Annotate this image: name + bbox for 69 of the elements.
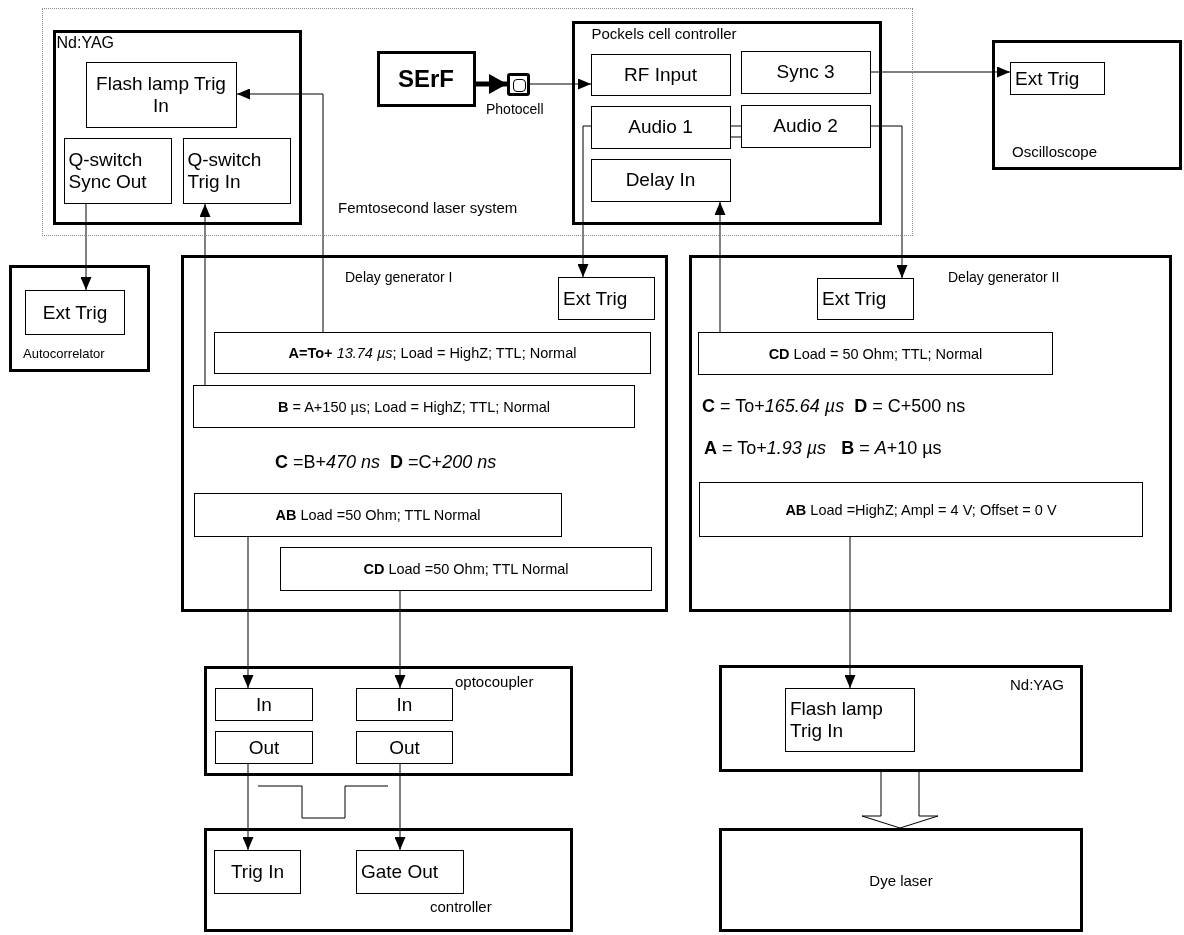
source-box: SErF xyxy=(376,50,476,107)
port-box: Trig In xyxy=(214,850,301,894)
arrow xyxy=(242,763,254,851)
device-box xyxy=(992,40,1182,170)
device-box xyxy=(9,265,150,372)
device-label: controller xyxy=(430,898,492,915)
port-box: Sync 3 xyxy=(740,50,871,94)
component-label: Photocell xyxy=(486,101,544,117)
device-label: Pockels cell controller xyxy=(591,24,737,42)
port-box: Ext Trig xyxy=(1010,62,1105,95)
device-label: Oscilloscope xyxy=(1012,143,1098,160)
double-line-connector xyxy=(730,125,742,138)
port-box: Out xyxy=(215,731,313,764)
device-label: Femtosecond laser system xyxy=(338,199,518,216)
block-arrow xyxy=(861,771,939,829)
port-box: Audio 2 xyxy=(740,104,871,148)
arrow xyxy=(529,78,592,90)
device-box xyxy=(204,666,573,776)
setting-box: A=To+ 13.74 µs; Load = HighZ; TTL; Normal xyxy=(214,332,651,374)
device-box xyxy=(719,665,1083,772)
arrow xyxy=(870,66,1011,78)
port-box: Q-switch Trig In xyxy=(182,137,291,204)
setting-box: CD Load =50 Ohm; TTL Normal xyxy=(280,547,652,591)
port-box: Ext Trig xyxy=(558,277,655,320)
port-box: Ext Trig xyxy=(817,278,914,320)
system-boundary xyxy=(42,8,913,236)
delay-setting-text: C = To+165.64 µs D = C+500 ns xyxy=(702,396,966,417)
device-box xyxy=(719,828,1083,932)
port-box: Flash lamp Trig In xyxy=(785,688,915,752)
arrow xyxy=(394,763,406,851)
device-label: Dye laser xyxy=(868,871,934,889)
device-box xyxy=(204,828,573,932)
device-label: optocoupler xyxy=(455,673,534,690)
port-box: Delay In xyxy=(590,158,731,202)
port-box: Audio 1 xyxy=(590,105,731,149)
arrow xyxy=(236,88,324,333)
device-label: Delay generator II xyxy=(948,269,1060,285)
device-label: Autocorrelator xyxy=(23,346,105,361)
port-box: RF Input xyxy=(590,53,731,96)
arrow xyxy=(242,536,254,689)
photocell-symbol xyxy=(506,72,530,96)
setting-box: CD Load = 50 Ohm; TTL; Normal xyxy=(698,332,1053,375)
delay-setting-text: C =B+470 ns D =C+200 ns xyxy=(275,452,497,473)
delay-setting-text: A = To+1.93 µs B = A+10 µs xyxy=(704,438,942,459)
device-box xyxy=(52,29,302,225)
device-box xyxy=(181,255,668,612)
arrow xyxy=(844,536,856,689)
device-box xyxy=(571,20,882,225)
port-box: In xyxy=(356,688,453,721)
arrow xyxy=(714,201,726,333)
port-box: Ext Trig xyxy=(25,290,125,335)
arrow xyxy=(476,74,507,94)
setting-box: AB Load =50 Ohm; TTL Normal xyxy=(194,493,562,537)
arrow xyxy=(199,203,211,386)
port-box: Gate Out xyxy=(356,850,464,894)
device-label: Nd:YAG xyxy=(56,33,114,52)
setting-box: B = A+150 µs; Load = HighZ; TTL; Normal xyxy=(193,385,635,428)
arrow xyxy=(394,590,406,689)
setting-box: AB Load =HighZ; Ampl = 4 V; Offset = 0 V xyxy=(699,482,1143,537)
arrow xyxy=(80,203,92,291)
arrow xyxy=(870,125,908,279)
device-box xyxy=(689,255,1172,612)
device-label: Delay generator I xyxy=(345,269,453,285)
device-label: Nd:YAG xyxy=(1010,676,1064,693)
arrow xyxy=(577,125,592,278)
port-box: In xyxy=(215,688,313,721)
port-box: Out xyxy=(356,731,453,764)
port-box: Q-switch Sync Out xyxy=(63,137,172,204)
port-box: Flash lamp Trig In xyxy=(85,61,237,128)
